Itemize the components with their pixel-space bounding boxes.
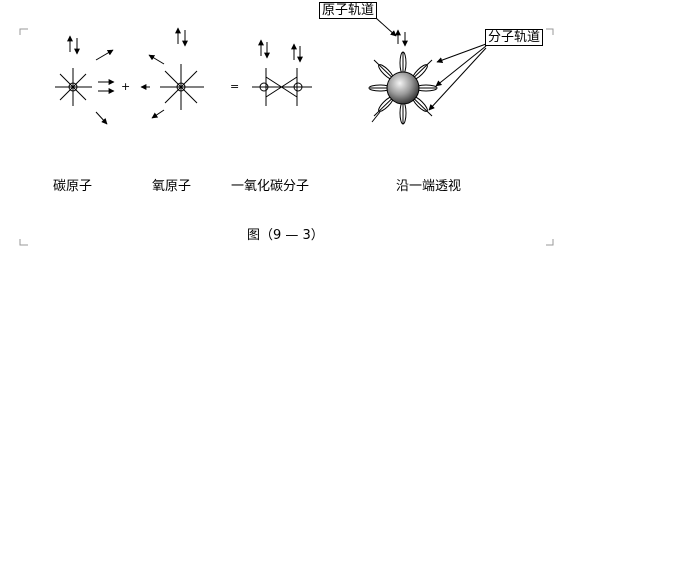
molecular-orbital-callout: 分子轨道 [485,29,544,46]
carbon-atom-label: 碳原子 [53,179,93,194]
co-molecule-drawing [252,39,312,106]
figure-caption: 图（9 — 3） [247,228,324,243]
page-corner-marks [19,28,554,246]
equals-operator: = [230,80,240,93]
callout-leaders [375,17,487,111]
carbon-atom-drawing [55,35,115,125]
oxygen-atom-drawing [140,27,204,119]
plus-operator: + [121,80,131,93]
atomic-orbital-callout: 原子轨道 [319,2,378,19]
co-molecule-label: 一氧化碳分子 [231,179,310,194]
oxygen-atom-label: 氧原子 [152,179,192,194]
end-view-drawing [368,29,438,125]
end-view-label: 沿一端透视 [396,179,462,194]
